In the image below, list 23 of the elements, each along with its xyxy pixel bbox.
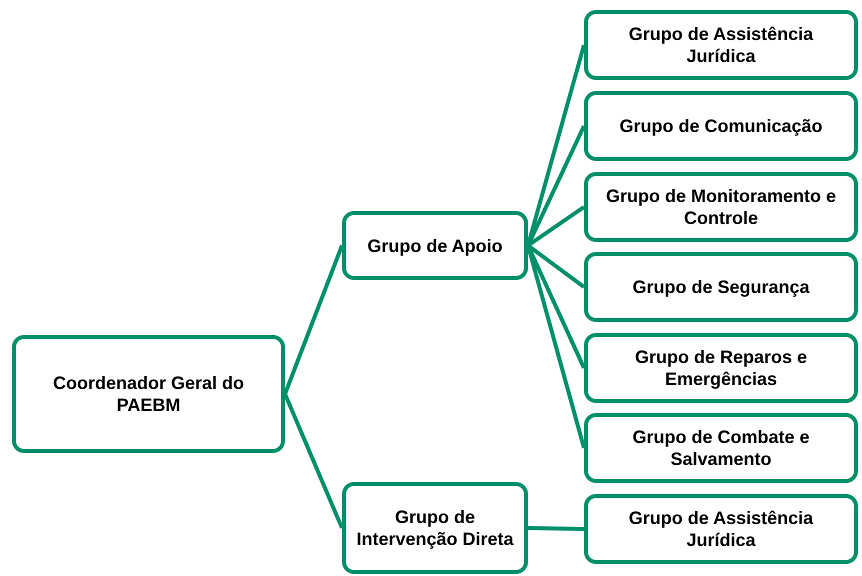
connector-line (283, 393, 344, 529)
box-label: Grupo de Assistência Jurídica (628, 507, 814, 551)
box-label: Grupo de Apoio (367, 234, 503, 256)
org-box (584, 10, 858, 80)
box-label: Grupo de Combate e Salvamento (631, 426, 811, 470)
box-label: Grupo de Assistência Jurídica (628, 23, 814, 67)
box-label: Grupo de Segurança (632, 276, 810, 298)
org-box (584, 91, 858, 161)
box-label: Grupo de Reparos e Emergências (634, 346, 808, 390)
org-box (12, 335, 285, 453)
org-box (342, 211, 528, 280)
connector-line (283, 244, 344, 395)
connector-line (528, 526, 584, 531)
org-box (584, 333, 858, 403)
org-box (584, 494, 858, 564)
org-box (584, 252, 858, 322)
org-box (342, 482, 528, 574)
org-box (584, 413, 858, 483)
org-box (584, 172, 858, 242)
box-label: Grupo de Comunicação (619, 115, 823, 137)
box-label: Grupo de Monitoramento e Controle (604, 185, 837, 229)
box-label: Coordenador Geral do PAEBM (52, 372, 246, 416)
box-label: Grupo de Intervenção Direta (355, 506, 515, 550)
